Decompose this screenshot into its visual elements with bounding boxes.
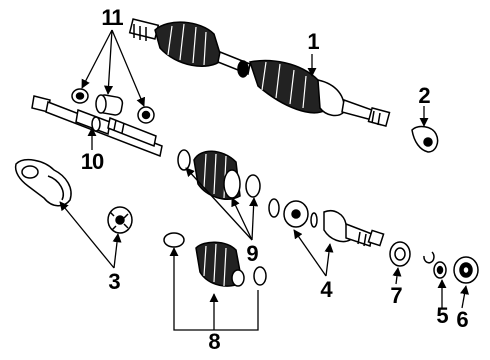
outboard-boot-kit (163, 232, 267, 287)
outer-housing (14, 158, 72, 207)
seal-7 (389, 241, 411, 267)
callout-11: 11 (101, 5, 123, 30)
cv-cage (107, 206, 133, 234)
callout-1: 1 (307, 29, 319, 54)
washer-5 (433, 261, 447, 279)
seal-kit (71, 88, 155, 124)
callout-7: 7 (390, 283, 402, 308)
half-shaft-assembly (128, 18, 391, 128)
bearing-6 (453, 256, 479, 284)
callout-5: 5 (436, 303, 448, 328)
callout-3: 3 (108, 269, 120, 294)
bracket-8-lines (169, 247, 259, 331)
inboard-boot-kit (177, 149, 261, 200)
callout-8: 8 (208, 329, 220, 354)
callout-10: 10 (80, 149, 105, 174)
bracket (411, 125, 439, 153)
leader-lines (59, 29, 470, 309)
callout-6: 6 (456, 307, 468, 332)
intermediate-shaft (31, 95, 163, 158)
snap-ring (423, 251, 435, 264)
inner-cv-joint (268, 198, 385, 247)
callout-4: 4 (320, 277, 332, 302)
callout-9: 9 (246, 241, 258, 266)
callout-2: 2 (418, 83, 430, 108)
